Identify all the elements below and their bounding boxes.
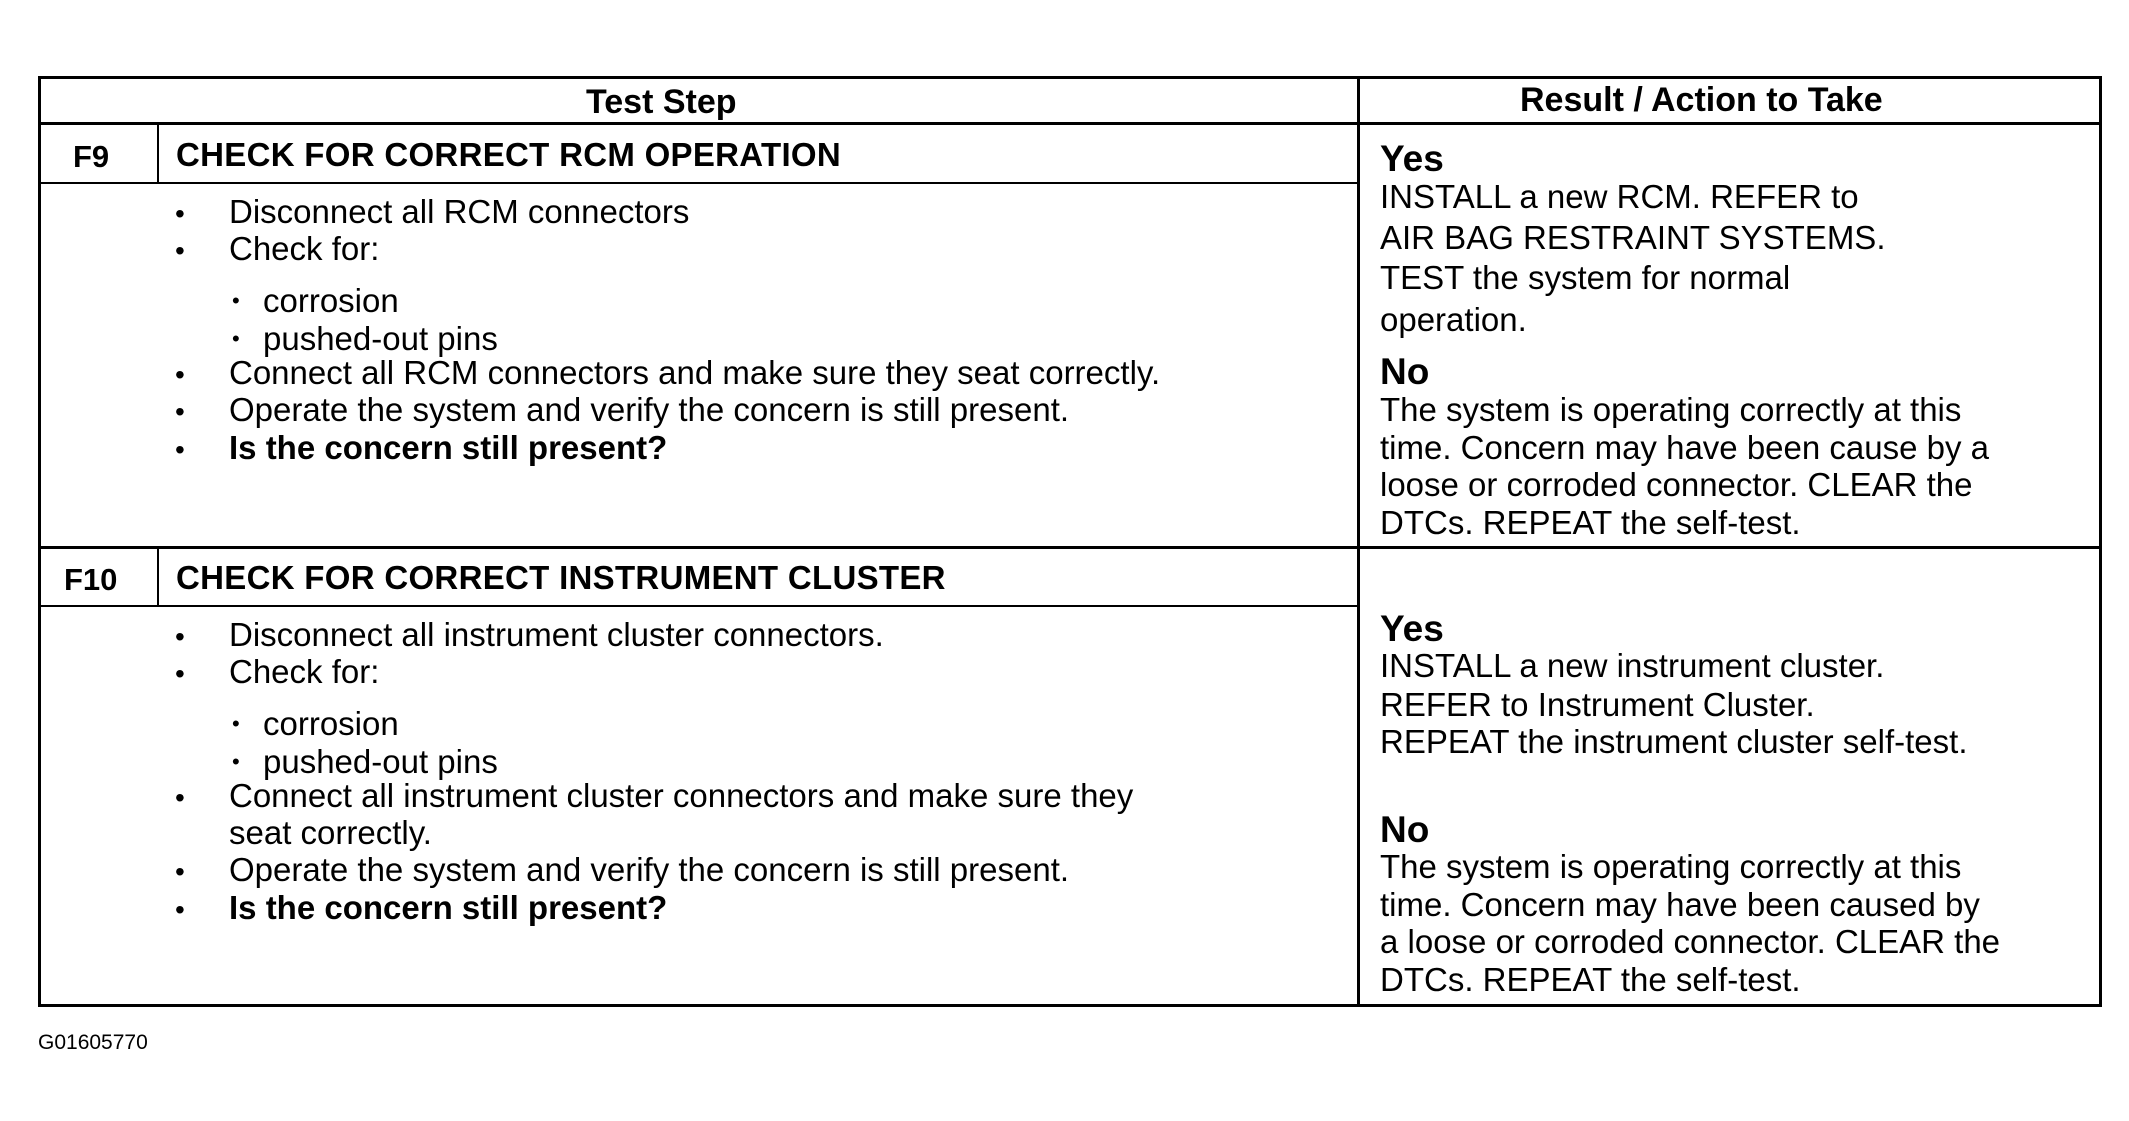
f10-item-3: Connect all instrument cluster connector… — [229, 777, 1134, 814]
f9-no-line-2: time. Concern may have been cause by a — [1380, 429, 1990, 466]
f9-item-1: Disconnect all RCM connectors — [229, 193, 690, 230]
f10-id-divider — [157, 546, 159, 607]
bullet-dot-icon: • — [175, 621, 185, 652]
f9-yes-line-1: INSTALL a new RCM. REFER to — [1380, 178, 1859, 215]
step-divider — [38, 546, 2102, 549]
f9-no-line-1: The system is operating correctly at thi… — [1380, 391, 1962, 428]
f9-yes-label: Yes — [1380, 138, 1444, 179]
f9-no-label: No — [1380, 351, 1430, 392]
f9-item-2: Check for: — [229, 230, 380, 267]
small-bullet-dot-icon: • — [232, 749, 240, 774]
step-title-f9: CHECK FOR CORRECT RCM OPERATION — [176, 136, 842, 173]
small-bullet-dot-icon: • — [232, 288, 240, 313]
f10-title-underline — [38, 605, 1359, 607]
f9-yes-line-2: AIR BAG RESTRAINT SYSTEMS. — [1380, 219, 1886, 256]
header-divider — [38, 122, 2102, 125]
f10-no-line-2: time. Concern may have been caused by — [1380, 886, 1980, 923]
f10-subitem-1: corrosion — [263, 705, 399, 742]
column-divider — [1357, 76, 1360, 1007]
small-bullet-dot-icon: • — [232, 711, 240, 736]
step-title-f10: CHECK FOR CORRECT INSTRUMENT CLUSTER — [176, 559, 946, 596]
f10-item-1: Disconnect all instrument cluster connec… — [229, 616, 884, 653]
f9-no-line-4: DTCs. REPEAT the self-test. — [1380, 504, 1801, 541]
header-result-action: Result / Action to Take — [1520, 81, 1883, 119]
diagnostic-table — [38, 76, 2102, 1007]
f9-item-3: Connect all RCM connectors and make sure… — [229, 354, 1161, 391]
bullet-dot-icon: • — [175, 856, 185, 887]
f10-item-question: Is the concern still present? — [229, 889, 668, 926]
f10-no-line-4: DTCs. REPEAT the self-test. — [1380, 961, 1801, 998]
f9-id-divider — [157, 122, 159, 184]
bullet-dot-icon: • — [175, 198, 185, 229]
f10-item-4: Operate the system and verify the concer… — [229, 851, 1070, 888]
f10-yes-line-2: REFER to Instrument Cluster. — [1380, 686, 1815, 723]
f9-item-question: Is the concern still present? — [229, 429, 668, 466]
f9-no-line-3: loose or corroded connector. CLEAR the — [1380, 466, 1973, 503]
bullet-dot-icon: • — [175, 235, 185, 266]
f10-yes-line-3: REPEAT the instrument cluster self-test. — [1380, 723, 1968, 760]
f10-yes-line-1: INSTALL a new instrument cluster. — [1380, 647, 1885, 684]
figure-code: G01605770 — [38, 1031, 148, 1054]
f10-item-2: Check for: — [229, 653, 380, 690]
bullet-dot-icon: • — [175, 658, 185, 689]
bullet-dot-icon: • — [175, 396, 185, 427]
f9-yes-line-3: TEST the system for normal — [1380, 259, 1791, 296]
small-bullet-dot-icon: • — [232, 326, 240, 351]
f10-subitem-2: pushed-out pins — [263, 743, 498, 780]
f10-yes-label: Yes — [1380, 608, 1444, 649]
bullet-dot-icon: • — [175, 359, 185, 390]
step-id-f10: F10 — [64, 562, 118, 597]
f10-no-line-3: a loose or corroded connector. CLEAR the — [1380, 923, 2001, 960]
f10-item-3-cont: seat correctly. — [229, 814, 432, 851]
f9-item-4: Operate the system and verify the concer… — [229, 391, 1070, 428]
bullet-dot-icon: • — [175, 894, 185, 925]
header-test-step: Test Step — [586, 83, 737, 121]
bullet-dot-icon: • — [175, 782, 185, 813]
f9-subitem-2: pushed-out pins — [263, 320, 498, 357]
f10-no-label: No — [1380, 809, 1430, 850]
f9-subitem-1: corrosion — [263, 282, 399, 319]
bullet-dot-icon: • — [175, 434, 185, 465]
f10-no-line-1: The system is operating correctly at thi… — [1380, 848, 1962, 885]
step-id-f9: F9 — [73, 139, 110, 174]
f9-title-underline — [38, 182, 1359, 184]
f9-yes-line-4: operation. — [1380, 301, 1527, 338]
